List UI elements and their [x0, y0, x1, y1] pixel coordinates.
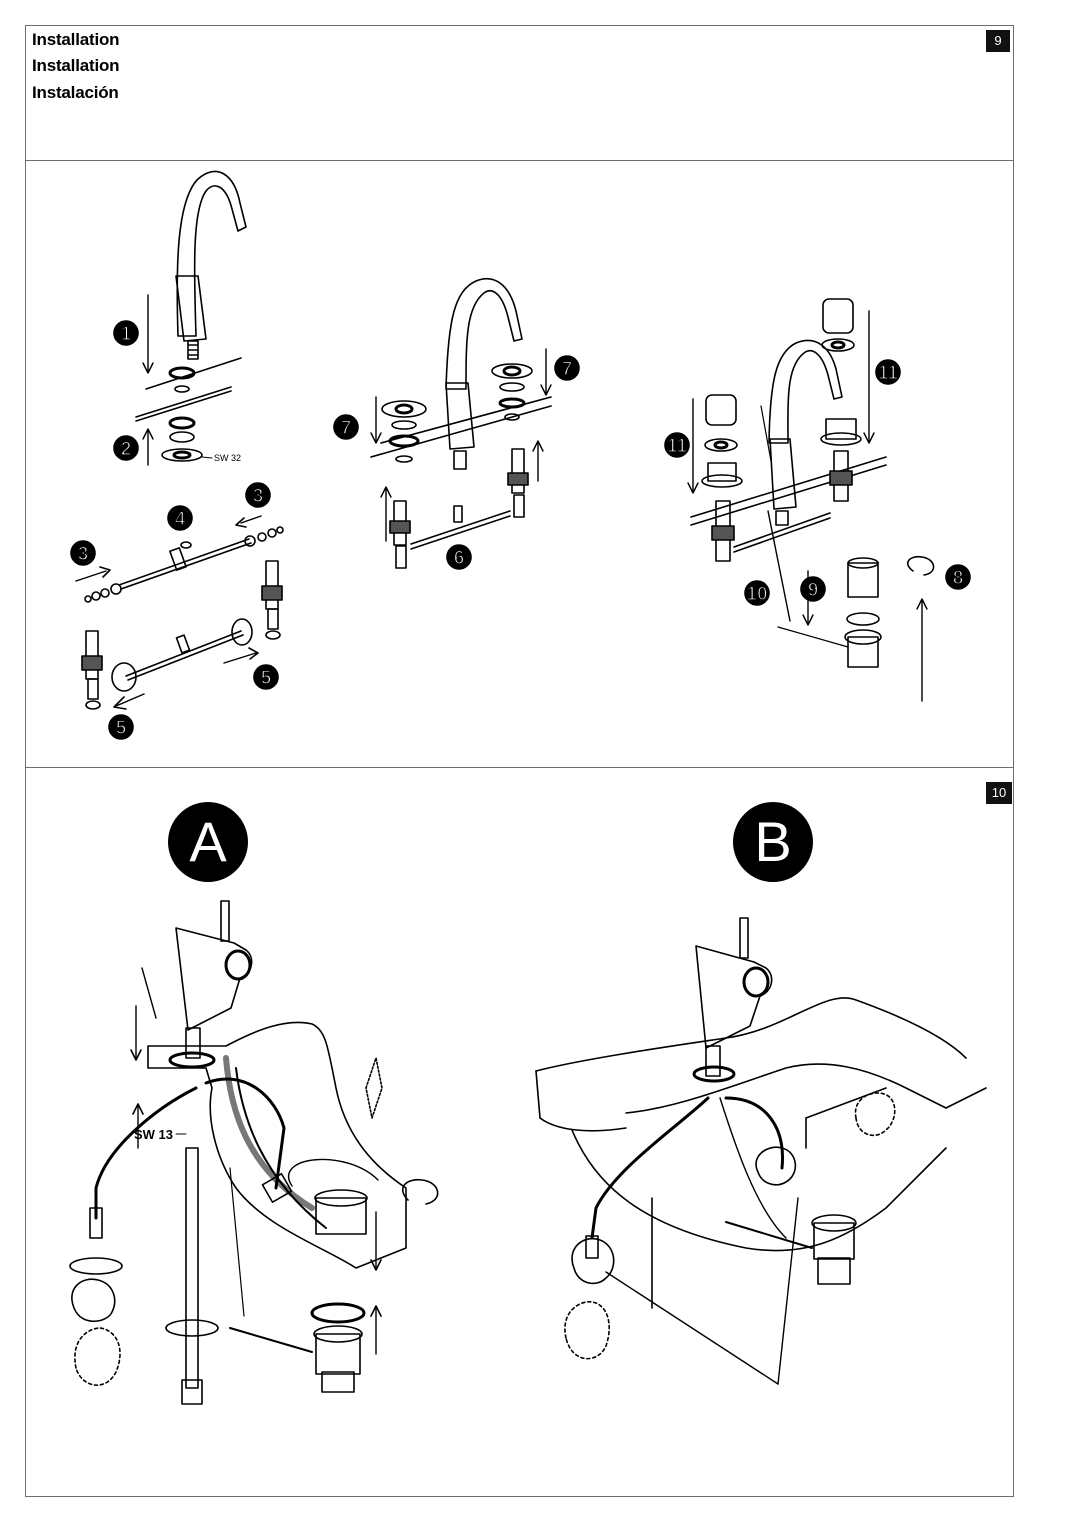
faucet-illustration-right	[760, 339, 843, 526]
svg-text:2: 2	[121, 439, 132, 460]
drain-icon-b	[725, 1214, 857, 1285]
drain-icon	[777, 555, 935, 668]
svg-text:6: 6	[454, 548, 465, 569]
svg-text:11: 11	[878, 363, 899, 384]
wrench-label-sw13: SW 13	[134, 1127, 173, 1142]
svg-text:7: 7	[341, 418, 352, 439]
svg-text:4: 4	[175, 509, 186, 530]
step-badges-right: 8 9 10 11 11	[664, 359, 971, 606]
label-b: B	[733, 802, 813, 882]
faucet-illustration-b	[692, 917, 773, 1083]
step-badges-left: 1 2 3 3 4 5 5	[70, 320, 279, 740]
page-badge-10: 10	[986, 782, 1012, 804]
hose-illustration-b	[564, 1092, 896, 1360]
faucet-illustration-middle	[445, 277, 523, 470]
header-panel: Installation Installation Instalación 9	[25, 25, 1014, 161]
title-spanish: Instalación	[32, 83, 119, 102]
svg-text:9: 9	[808, 580, 819, 601]
valve-icon-middle	[389, 448, 529, 569]
assembly-illustration: SW 32 1 2 3 3 4 5 5	[70, 170, 971, 740]
arrow-icon	[142, 294, 154, 466]
drain-icon-a	[229, 1057, 439, 1393]
assembly-panel: SW 32 1 2 3 3 4 5 5	[25, 160, 1014, 768]
svg-text:5: 5	[116, 718, 127, 739]
arrow-icon-middle	[370, 348, 552, 542]
faucet-illustration-left	[175, 170, 247, 360]
svg-text:11: 11	[667, 436, 688, 457]
title-english: Installation	[32, 30, 120, 49]
o-ring-icon	[161, 366, 203, 462]
step-badges-middle: 6 7 7	[333, 355, 580, 570]
svg-text:3: 3	[78, 544, 89, 565]
t-pipe-illustration	[75, 515, 284, 603]
drain-panel: 10 A B	[25, 767, 1014, 1497]
svg-text:5: 5	[261, 668, 272, 689]
svg-text:3: 3	[253, 486, 264, 507]
drain-illustration: SW 13	[69, 900, 987, 1405]
hose-illustration-a	[69, 1077, 293, 1386]
svg-text:1: 1	[121, 324, 132, 345]
basin-section-a	[147, 1021, 407, 1269]
leader-lines-b	[605, 1197, 799, 1385]
wrench-icon	[165, 1133, 219, 1405]
svg-text:8: 8	[953, 568, 964, 589]
handle-illustration	[701, 298, 862, 488]
label-a: A	[168, 802, 248, 882]
valve-icon	[81, 560, 283, 710]
o-ring-icon-middle	[381, 363, 533, 463]
page-badge-9: 9	[986, 30, 1010, 52]
svg-text:7: 7	[562, 359, 573, 380]
svg-text:10: 10	[746, 584, 767, 605]
wrench-label-sw32: SW 32	[214, 453, 241, 463]
title-french: Installation	[32, 56, 120, 75]
valve-icon-right	[711, 450, 853, 562]
faucet-illustration-a	[130, 900, 253, 1149]
